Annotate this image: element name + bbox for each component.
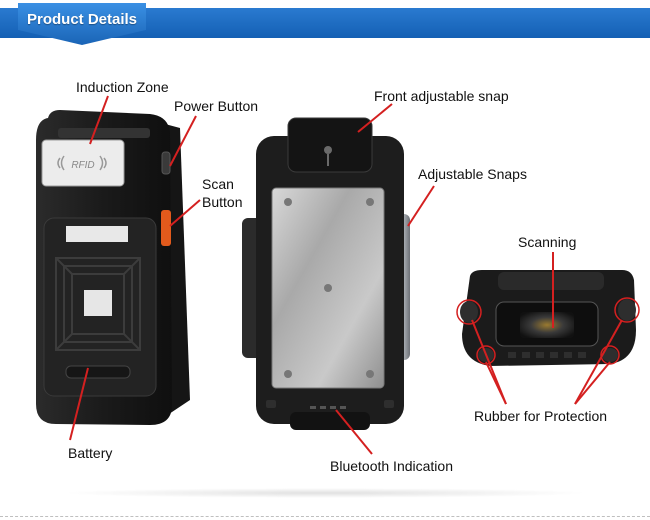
bluetooth-indicator-dots	[310, 406, 346, 409]
plate-screw-center-icon	[324, 284, 332, 292]
callout-scanning: Scanning	[518, 234, 577, 250]
rfid-wave-left-icon	[57, 157, 61, 169]
callout-scan-button-line1: Scan	[202, 176, 234, 192]
rubber-line-right-bottom	[574, 361, 611, 405]
callout-power-button: Power Button	[174, 98, 259, 114]
bluetooth-line	[335, 409, 373, 455]
scanner-bottom-teeth	[508, 352, 586, 358]
scan-engine-lens	[520, 312, 574, 338]
device-top-ridge	[58, 128, 150, 138]
scan-button-line	[169, 199, 201, 227]
page-title: Product Details	[26, 11, 138, 28]
rfid-wave-right-outer-icon	[99, 155, 104, 171]
cradle-corner-left	[266, 400, 276, 408]
rubber-line-left-bottom	[485, 361, 507, 405]
front-adjustable-snap	[287, 117, 373, 173]
snap-slot	[327, 154, 329, 166]
battery-rib-pattern	[55, 257, 141, 351]
induction-zone-line	[89, 95, 109, 145]
cradle-foot	[290, 412, 370, 430]
bottom-divider	[0, 516, 650, 517]
front-snap-line	[357, 103, 393, 133]
callout-rubber-for-protection: Rubber for Protection	[474, 408, 608, 424]
plate-screw-top-left-icon	[284, 198, 292, 206]
rubber-line-right-top	[574, 319, 623, 405]
rubber-corner-bottom-right	[602, 348, 618, 362]
cradle-corner-right	[384, 400, 394, 408]
scanner-top-ridge	[498, 272, 604, 290]
battery-line	[69, 367, 89, 441]
plate-screw-bottom-right-icon	[366, 370, 374, 378]
callout-circles	[456, 297, 640, 365]
power-button[interactable]	[161, 151, 171, 175]
callout-induction-zone: Induction Zone	[76, 79, 169, 95]
battery-grip-notch	[65, 365, 131, 379]
rubber-corner-top-right	[618, 299, 636, 321]
callout-adjustable-snaps: Adjustable Snaps	[418, 166, 527, 182]
power-button-line	[169, 115, 197, 167]
adjustable-snaps-line	[407, 185, 435, 227]
device-back-view: RFID	[36, 110, 190, 425]
battery-center-window	[84, 290, 112, 316]
cradle-front-view	[242, 117, 410, 430]
rfid-wave-right-icon	[103, 157, 107, 169]
callout-scan-button-line2: Button	[202, 194, 243, 210]
callout-battery: Battery	[68, 445, 113, 461]
rfid-label: RFID	[71, 160, 94, 171]
floor-shadow	[60, 488, 590, 498]
callout-front-adjustable-snap: Front adjustable snap	[374, 88, 509, 104]
snap-screw-icon	[324, 146, 332, 154]
plate-screw-bottom-left-icon	[284, 370, 292, 378]
plate-screw-top-right-icon	[366, 198, 374, 206]
scan-button[interactable]	[161, 210, 171, 246]
scanner-end-view	[460, 270, 636, 366]
battery-label-sticker	[66, 226, 128, 242]
callout-bluetooth-indication: Bluetooth Indication	[330, 458, 453, 474]
callout-lines	[69, 95, 623, 455]
rfid-induction-window	[41, 139, 125, 187]
rfid-wave-left-outer-icon	[60, 155, 65, 171]
rubber-corner-top-left	[460, 301, 478, 323]
